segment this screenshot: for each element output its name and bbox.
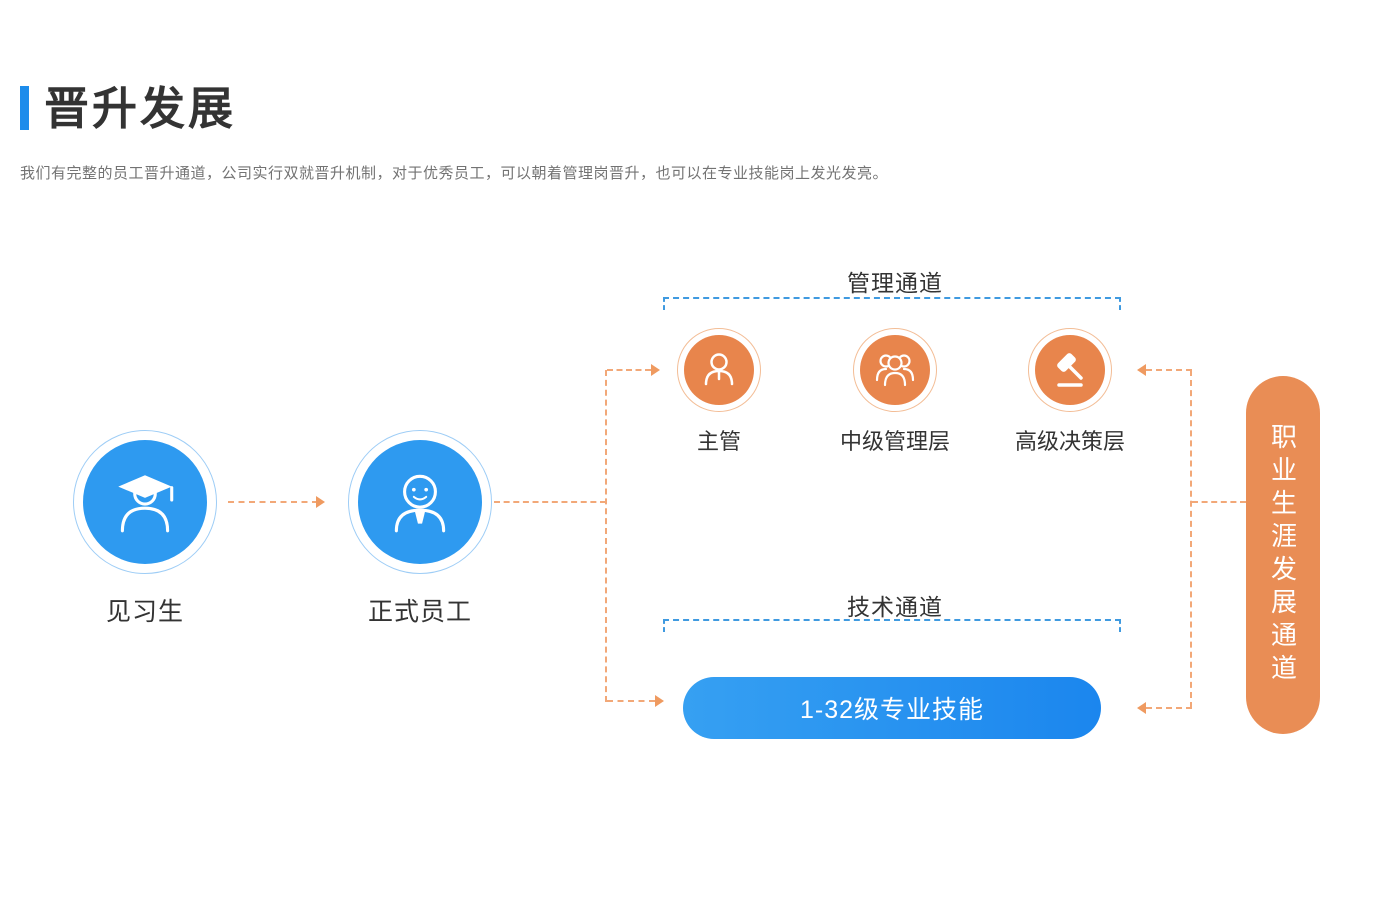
technical-channel-title: 技术通道 xyxy=(847,594,943,620)
connector-employee-split xyxy=(494,501,606,503)
page-title: 晋升发展 xyxy=(44,83,237,134)
connector-to-management xyxy=(607,369,651,371)
connector-trainee-employee xyxy=(228,501,318,503)
senior-decision-circle xyxy=(1035,335,1105,405)
supervisor-icon xyxy=(704,353,734,386)
connector-to-technical xyxy=(607,700,655,702)
role-node-senior-decision xyxy=(1028,328,1112,412)
stage-node-trainee xyxy=(73,430,217,574)
employee-tie-icon xyxy=(394,474,446,533)
employee-circle xyxy=(358,440,482,564)
skill-levels-pill: 1-32级专业技能 xyxy=(683,677,1101,739)
management-channel-title: 管理通道 xyxy=(847,270,943,296)
arrowhead-left-icon xyxy=(1137,364,1146,376)
connector-career-to-technical xyxy=(1146,707,1192,709)
stage-label-employee: 正式员工 xyxy=(367,598,472,626)
management-channel-bracket xyxy=(663,297,1121,310)
role-label-middle-management: 中级管理层 xyxy=(839,429,950,454)
connector-career-to-management xyxy=(1146,369,1192,371)
connector-career-pill xyxy=(1192,501,1246,503)
role-node-supervisor xyxy=(677,328,761,412)
arrowhead-right-icon xyxy=(655,695,664,707)
technical-channel-bracket xyxy=(663,619,1121,632)
role-label-supervisor: 主管 xyxy=(696,429,741,454)
connector-career-vertical xyxy=(1190,370,1192,708)
arrowhead-left-icon xyxy=(1137,702,1146,714)
stage-node-employee xyxy=(348,430,492,574)
career-development-label: 职业生涯发展通道 xyxy=(1267,423,1298,687)
team-icon xyxy=(875,354,915,387)
role-label-senior-decision: 高级决策层 xyxy=(1014,429,1125,454)
supervisor-circle xyxy=(684,335,754,405)
graduate-cap-icon xyxy=(118,475,174,533)
arrowhead-right-icon xyxy=(651,364,660,376)
middle-management-circle xyxy=(860,335,930,405)
role-node-middle-management xyxy=(853,328,937,412)
gavel-icon xyxy=(1057,353,1083,387)
stage-label-trainee: 见习生 xyxy=(105,598,184,626)
trainee-circle xyxy=(83,440,207,564)
career-development-pill: 职业生涯发展通道 xyxy=(1246,376,1320,734)
connector-split-vertical xyxy=(605,370,607,702)
arrowhead-right-icon xyxy=(316,496,325,508)
page-description: 我们有完整的员工晋升通道，公司实行双就晋升机制，对于优秀员工，可以朝着管理岗晋升… xyxy=(20,165,889,182)
title-accent-bar xyxy=(20,86,29,130)
